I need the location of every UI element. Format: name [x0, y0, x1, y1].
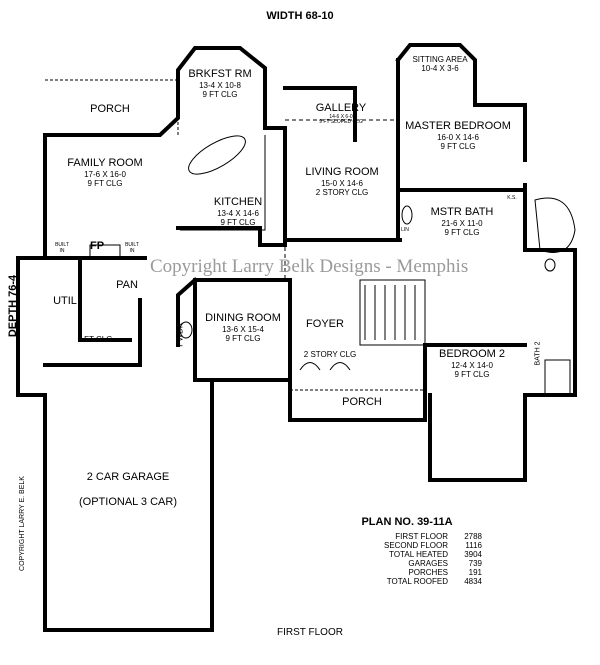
- utility-ceiling: 9 FT CLG: [77, 335, 113, 344]
- room-gallery: GALLERY 14-6 X 6-0 9 FT SLOPED CLG: [315, 102, 367, 126]
- linen-label: LIN: [401, 227, 409, 233]
- room-back-porch: PORCH: [90, 103, 130, 115]
- room-family: FAMILY ROOM 17-6 X 16-0 9 FT CLG: [67, 157, 143, 188]
- room-powder: PWDR: [175, 322, 185, 347]
- room-dining: DINING ROOM 13-6 X 15-4 9 FT CLG: [205, 312, 281, 343]
- plan-number: PLAN NO. 39-11A: [361, 516, 453, 528]
- depth-label: DEPTH 76-4: [7, 274, 20, 338]
- room-utility: UTIL: [53, 295, 77, 307]
- room-sitting-area: SITTING AREA 10-4 X 3-6: [412, 55, 468, 74]
- room-foyer: FOYER: [306, 318, 344, 330]
- width-label: WIDTH 68-10: [266, 10, 334, 22]
- room-pantry: PAN: [116, 279, 138, 291]
- floor-label: FIRST FLOOR: [277, 627, 343, 638]
- room-bedroom-2: BEDROOM 2 12-4 X 14-0 9 FT CLG: [438, 348, 506, 379]
- ks-label: K.S.: [507, 195, 517, 201]
- foyer-ceiling: 2 STORY CLG: [303, 350, 357, 359]
- room-master-bedroom: MASTER BEDROOM 16-0 X 14-6 9 FT CLG: [405, 120, 511, 151]
- watermark: Copyright Larry Belk Designs - Memphis: [150, 256, 469, 277]
- built-in-left: BUILT IN: [55, 242, 69, 254]
- room-front-porch: PORCH: [342, 396, 382, 408]
- room-bath-2: BATH 2: [534, 341, 542, 366]
- room-breakfast: BRKFST RM 13-4 X 10-8 9 FT CLG: [188, 68, 252, 99]
- room-garage: 2 CAR GARAGE (OPTIONAL 3 CAR): [79, 471, 177, 508]
- room-living: LIVING ROOM 15-0 X 14-6 2 STORY CLG: [305, 166, 379, 197]
- room-master-bath: MSTR BATH 21-6 X 11-0 9 FT CLG: [430, 206, 494, 237]
- side-copyright: COPYRIGHT LARRY E. BELK: [18, 476, 26, 571]
- built-in-right: BUILT IN: [125, 242, 139, 254]
- room-kitchen: KITCHEN 13-4 X 14-6 9 FT CLG: [213, 196, 263, 227]
- fireplace-label: FP: [89, 240, 105, 252]
